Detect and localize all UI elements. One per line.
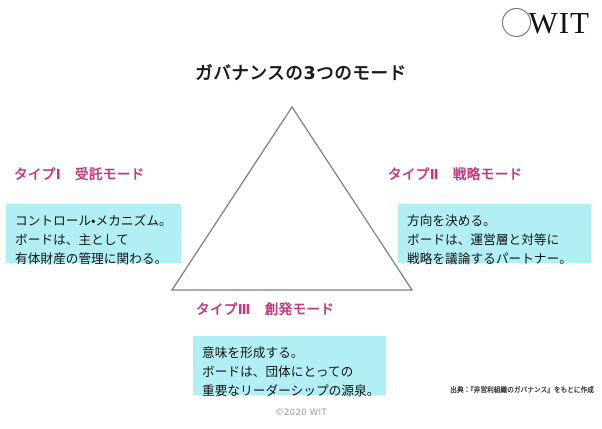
type-1-description-box: コントロール・メカニズム。 ボードは、主として 有体財産の管理に関わる。 xyxy=(6,204,181,266)
type-2-description-box: 方向を決める。 ボードは、運営層と対等に 戦略を議論するパートナー。 xyxy=(398,204,591,266)
page-title: ガバナンスの3つのモード xyxy=(195,64,407,84)
type-3-label: タイプⅢ 創発モード xyxy=(196,302,335,318)
triangle-diagram xyxy=(168,100,418,300)
description-line: ボードは、主として xyxy=(15,232,129,248)
description-line: 方向を決める。 xyxy=(407,213,496,228)
source-note: 出典：『非営利組織のガバナンス』をもとに作成 xyxy=(450,386,594,394)
triangle-outline-icon xyxy=(170,105,414,291)
description-line: 戦略を議論するパートナー。 xyxy=(407,251,572,267)
type-1-label: タイプⅠ 受託モード xyxy=(14,167,145,183)
description-line: ボードは、団体にとっての xyxy=(202,364,354,380)
copyright-footer: ©2020 WIT xyxy=(275,408,327,418)
wit-logo: WIT xyxy=(502,5,590,39)
circle-outline-icon xyxy=(502,7,532,37)
description-line: コントロール・メカニズム。 xyxy=(15,213,172,228)
description-line: 重要なリーダーシップの源泉。 xyxy=(202,383,380,399)
logo-wordmark: WIT xyxy=(528,4,590,40)
type-2-label: タイプⅡ 戦略モード xyxy=(388,167,523,183)
type-3-description-box: 意味を形成する。 ボードは、団体にとっての 重要なリーダーシップの源泉。 xyxy=(193,336,386,398)
description-line: 意味を形成する。 xyxy=(202,345,304,360)
description-line: 有体財産の管理に関わる。 xyxy=(15,251,168,267)
description-line: ボードは、運営層と対等に xyxy=(407,232,560,248)
